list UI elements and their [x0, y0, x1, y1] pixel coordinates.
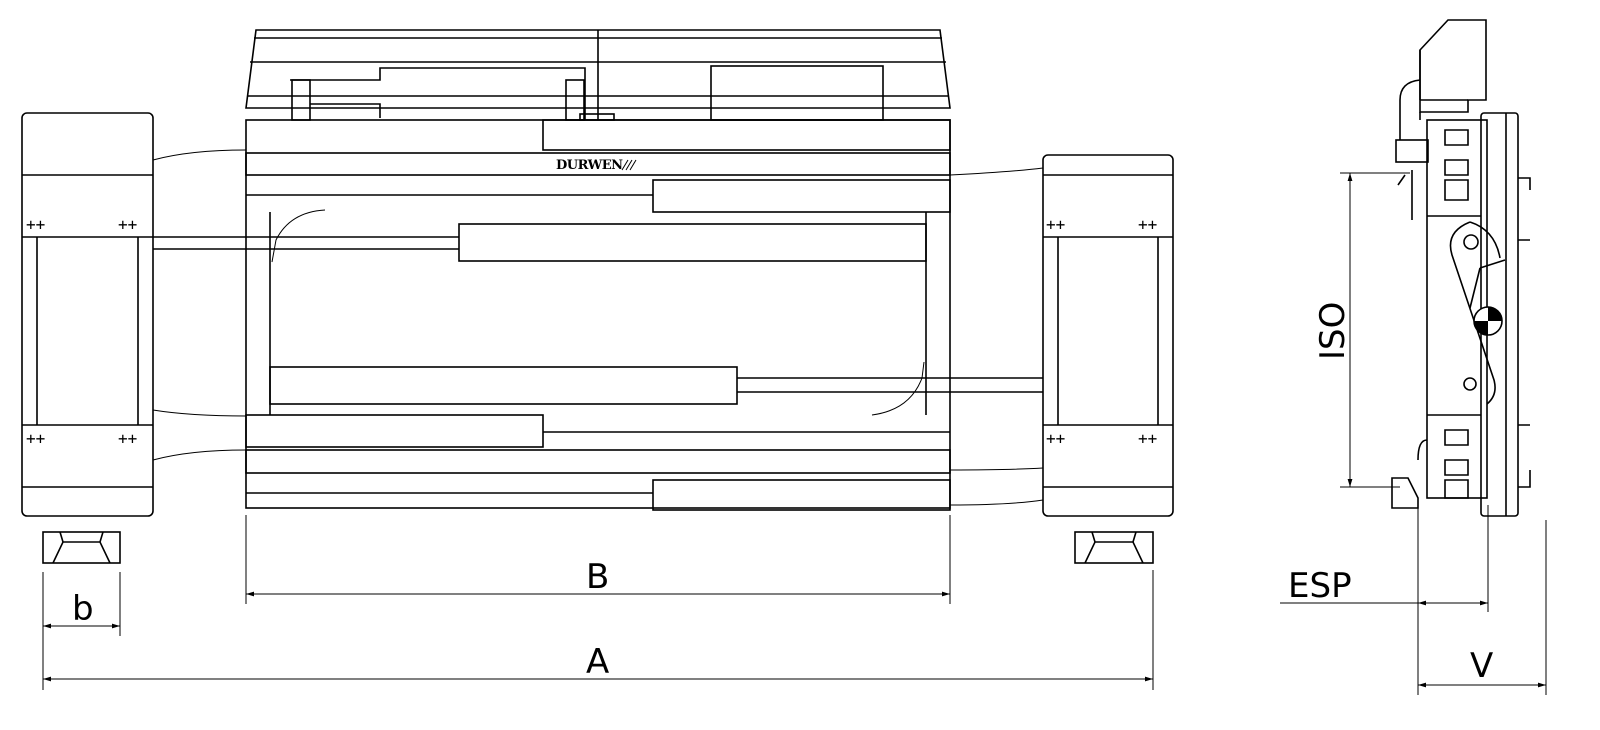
dimension-ESP: ESP [1288, 566, 1352, 606]
marker: ++ [118, 429, 137, 448]
side-view [1391, 19, 1531, 517]
marker: ++ [1046, 429, 1065, 448]
marker: ++ [26, 429, 45, 448]
cylinders: DURWEN [153, 119, 1043, 511]
fork-feet [42, 531, 1154, 564]
dimension-V: V [1470, 646, 1493, 686]
durwen-logo: DURWEN [556, 158, 623, 173]
dimension-ISO: ISO [1313, 302, 1353, 360]
top-carriage [245, 29, 951, 121]
right-fork-pad: ++ ++ ++ ++ [1042, 154, 1174, 517]
marker: ++ [118, 215, 137, 234]
dimensions-side: ISO ESP V [1280, 172, 1547, 695]
dimension-B: B [586, 557, 609, 597]
marker: ++ [26, 215, 45, 234]
dimension-b: b [72, 589, 94, 629]
marker: ++ [1138, 215, 1157, 234]
logo-mark-icon [621, 159, 637, 171]
dimensions-front: B A b [42, 515, 1154, 690]
dimension-A: A [586, 642, 609, 682]
center-of-gravity-icon [1473, 306, 1503, 336]
left-fork-pad: ++ ++ ++ ++ [21, 112, 154, 517]
marker: ++ [1138, 429, 1157, 448]
marker: ++ [1046, 215, 1065, 234]
